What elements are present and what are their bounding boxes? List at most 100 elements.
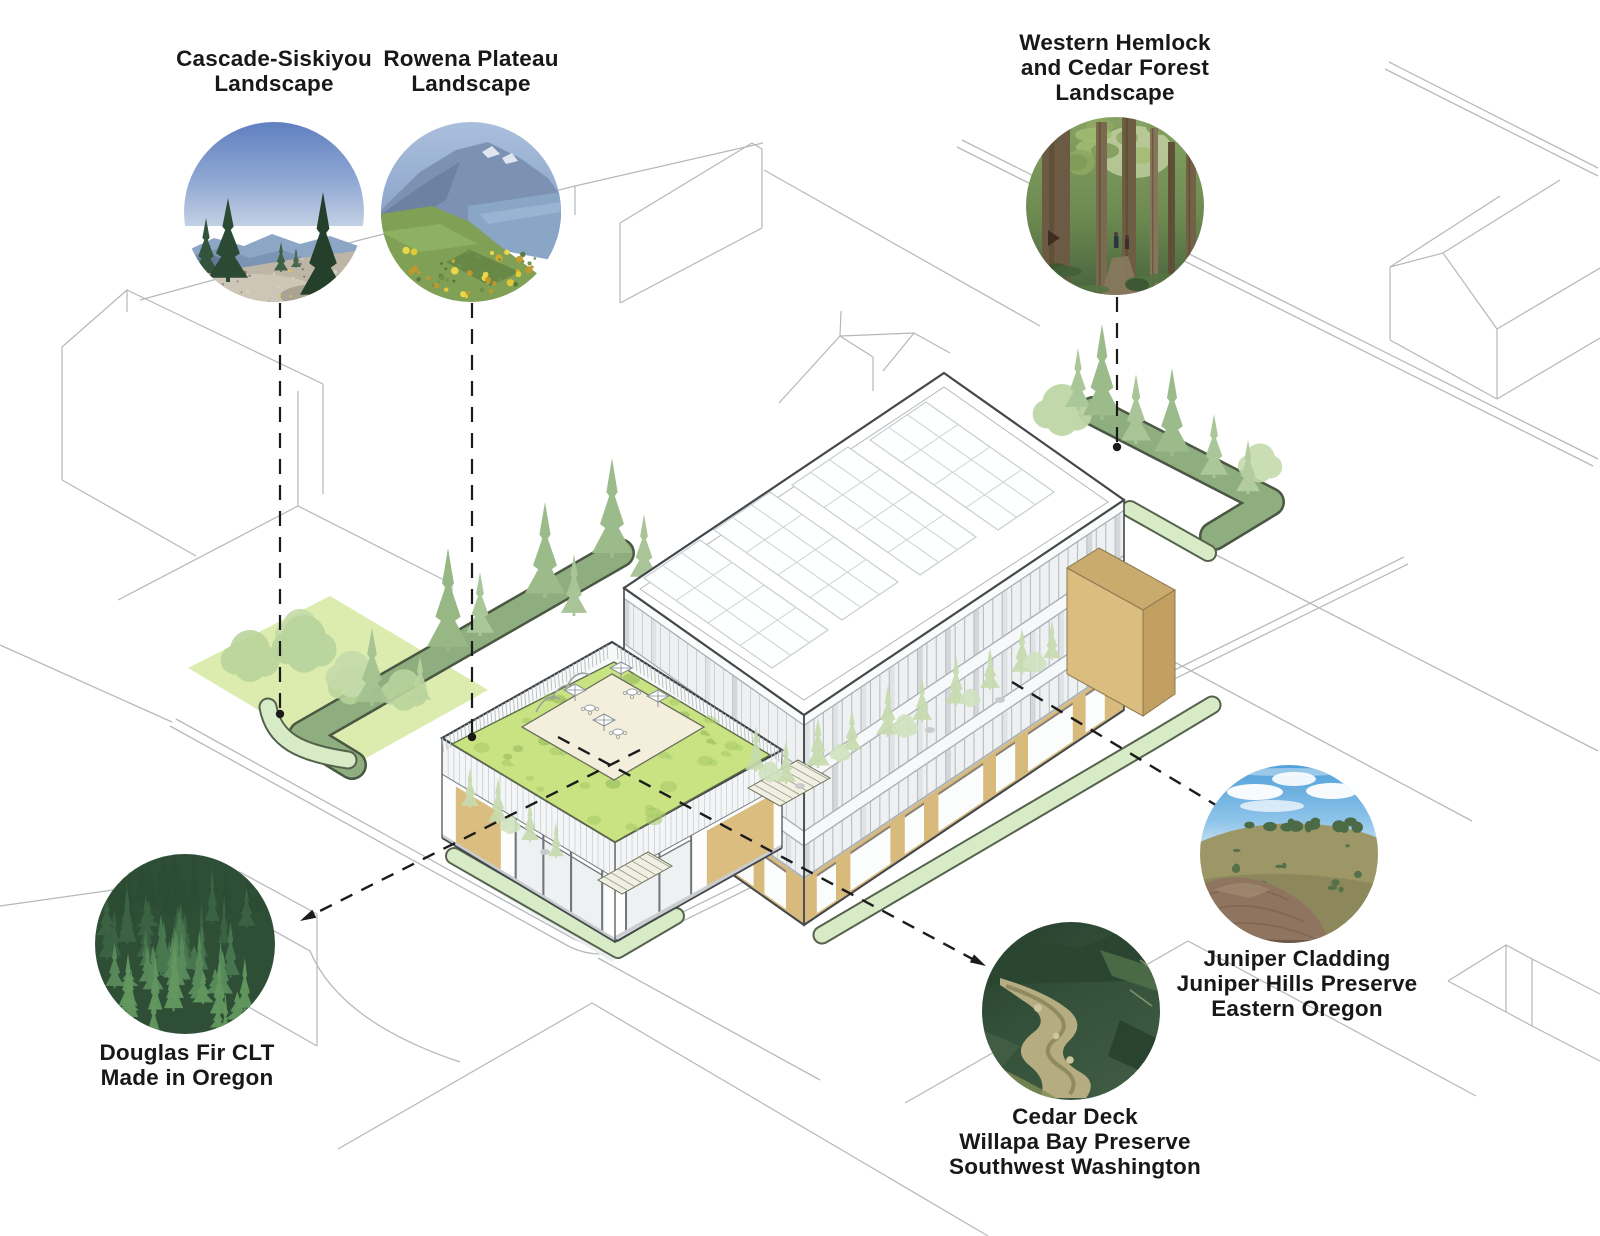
conifer-tree-icon — [150, 914, 172, 976]
greenway-right-trees — [1032, 324, 1283, 494]
conifer-tree-icon — [98, 912, 116, 960]
conifer-tree-icon — [192, 931, 207, 983]
conifer-tree-icon — [521, 802, 539, 842]
conifer-tree-icon — [274, 242, 288, 272]
callout-label-juniper-cladding: Juniper Cladding Juniper Hills Preserve … — [1177, 946, 1418, 1021]
callout-label-douglas-fir: Douglas Fir CLT Made in Oregon — [99, 1040, 274, 1090]
conifer-tree-icon — [136, 901, 160, 928]
conifer-tree-icon — [561, 554, 587, 616]
deciduous-tree-icon — [891, 714, 919, 738]
conifer-tree-icon — [138, 945, 157, 984]
deciduous-tree-icon — [499, 815, 521, 835]
deciduous-tree-icon — [1032, 384, 1092, 436]
callout-label-western-hemlock: Western Hemlock and Cedar Forest Landsca… — [1019, 30, 1210, 105]
green-roof-planting — [473, 664, 744, 832]
conifer-tree-icon — [159, 863, 174, 918]
conifer-tree-icon — [117, 890, 137, 945]
conifer-tree-icon — [218, 866, 234, 917]
label-line: Landscape — [1055, 80, 1175, 105]
conifer-tree-icon — [192, 972, 214, 1004]
conifer-tree-icon — [182, 945, 206, 971]
conifer-tree-icon — [115, 867, 132, 912]
conifer-tree-icon — [172, 873, 195, 915]
conifer-tree-icon — [1154, 368, 1190, 456]
conifer-tree-icon — [980, 648, 1000, 690]
conifer-tree-icon — [118, 952, 138, 1009]
conifer-tree-icon — [776, 740, 796, 784]
leader-juniper — [1011, 680, 1225, 812]
conifer-tree-icon — [409, 656, 431, 702]
conifer-tree-icon — [162, 854, 186, 894]
conifer-tree-icon — [122, 860, 137, 924]
conifer-tree-icon — [876, 685, 900, 737]
conifer-tree-icon — [251, 880, 264, 913]
conifer-tree-icon — [1043, 620, 1061, 660]
conifer-tree-icon — [204, 867, 220, 924]
conifer-tree-icon — [355, 628, 389, 706]
conifer-tree-icon — [142, 945, 164, 992]
deciduous-tree-icon — [959, 688, 981, 708]
umbrella-icon — [608, 661, 634, 679]
conifer-tree-icon — [525, 502, 565, 598]
conifer-tree-icon — [164, 947, 184, 1012]
conifer-tree-icon — [218, 895, 231, 946]
conifer-tree-icon — [1200, 414, 1228, 478]
conifer-tree-icon — [488, 778, 508, 824]
rooftop-solar-array — [642, 401, 1056, 669]
umbrella-icon — [562, 683, 588, 701]
deciduous-tree-icon — [271, 615, 337, 673]
label-line: and Cedar Forest — [1020, 55, 1210, 80]
conifer-tree-icon — [143, 994, 164, 1034]
label-line: Cascade-Siskiyou — [176, 46, 372, 71]
label-line: Douglas Fir CLT — [99, 1040, 275, 1065]
greenway-left-trees — [220, 458, 658, 711]
cafe-table-icon — [609, 728, 628, 740]
conifer-tree-icon — [466, 572, 494, 636]
conifer-tree-icon — [221, 922, 240, 978]
conifer-tree-icon — [806, 718, 830, 768]
conifer-tree-icon — [461, 768, 479, 808]
roof-terrace — [520, 673, 706, 781]
terrace-umbrellas — [562, 661, 671, 740]
label-line: Juniper Cladding — [1203, 946, 1391, 971]
conifer-tree-icon — [212, 950, 233, 996]
umbrella-icon — [591, 713, 617, 731]
label-line: Landscape — [214, 71, 334, 96]
conifer-tree-icon — [124, 969, 138, 1020]
conifer-tree-icon — [213, 941, 228, 994]
label-line: Southwest Washington — [949, 1154, 1201, 1179]
conifer-tree-icon — [236, 958, 254, 1011]
conifer-tree-icon — [186, 854, 202, 908]
conifer-tree-icon — [1065, 348, 1091, 410]
conifer-tree-icon — [1121, 374, 1151, 444]
conifer-tree-icon — [209, 1003, 226, 1029]
label-line: Juniper Hills Preserve — [1176, 971, 1418, 996]
label-line: Landscape — [411, 71, 531, 96]
photo-cedar-deck — [982, 922, 1160, 1100]
conifer-tree-icon — [592, 458, 632, 558]
leader-cedar-deck — [557, 735, 981, 965]
conifer-tree-icon — [291, 248, 301, 268]
callout-label-cascade-siskiyou: Cascade-Siskiyou Landscape — [176, 46, 372, 96]
conifer-tree-icon — [1236, 440, 1260, 494]
conifer-tree-icon — [217, 993, 234, 1034]
conifer-tree-icon — [630, 514, 658, 580]
annex-southeast-wall — [615, 750, 782, 940]
photo-western-hemlock — [1026, 117, 1204, 295]
conifer-tree-icon — [912, 678, 932, 722]
conifer-tree-icon — [105, 942, 124, 989]
label-line: Eastern Oregon — [1211, 996, 1383, 1021]
conifer-tree-icon — [153, 854, 173, 902]
greenway-left — [258, 538, 635, 780]
label-line: Made in Oregon — [100, 1065, 274, 1090]
photo-douglas-fir — [95, 854, 275, 1034]
conifer-tree-icon — [208, 198, 248, 282]
conifer-tree-icon — [133, 854, 151, 904]
conifer-tree-icon — [193, 218, 219, 276]
conifer-tree-icon — [300, 192, 346, 300]
callout-label-rowena-plateau: Rowena Plateau Landscape — [383, 46, 558, 96]
cafe-table-icon — [581, 704, 600, 716]
conifer-tree-icon — [548, 822, 564, 858]
conifer-tree-icon — [190, 963, 204, 1001]
cafe-table-icon — [623, 688, 642, 700]
